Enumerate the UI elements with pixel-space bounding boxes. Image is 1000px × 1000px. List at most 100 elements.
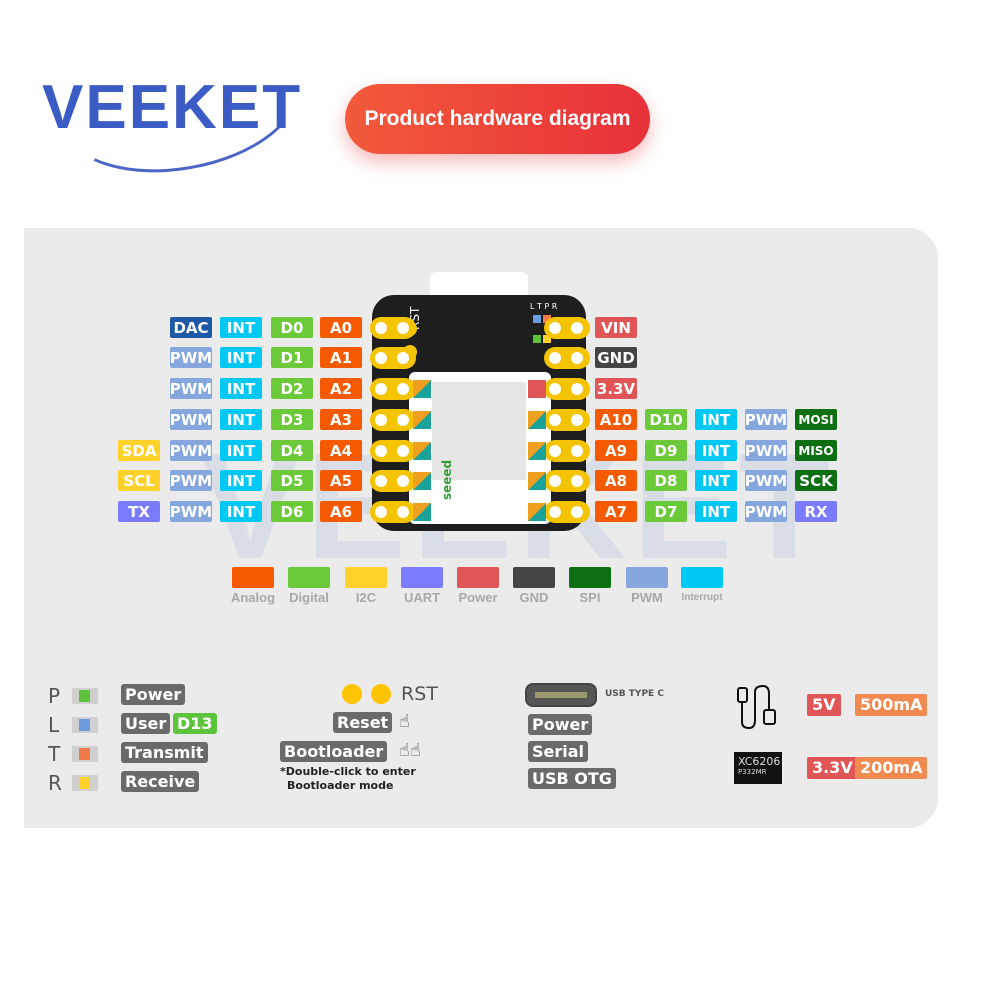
usb-feature-power: Power — [528, 714, 593, 735]
pin-label-d2: D2 — [271, 378, 313, 399]
pin-label-a0: A0 — [320, 317, 362, 338]
pin-label-d0: D0 — [271, 317, 313, 338]
pin-label-a5: A5 — [320, 470, 362, 491]
pin-label-int: INT — [695, 501, 737, 522]
pin-label-d7: D7 — [645, 501, 687, 522]
led-letter: T — [48, 742, 61, 766]
pin-label-pwm: PWM — [744, 501, 788, 522]
led-label: Power — [121, 684, 186, 705]
usb-type-label: USB TYPE C — [605, 689, 664, 699]
pin-label-sck: SCK — [795, 470, 837, 491]
pin-label-pwm: PWM — [169, 470, 213, 491]
usb-voltage: 5V — [807, 694, 841, 716]
pin-label-a3: A3 — [320, 409, 362, 430]
pin-label-int: INT — [220, 409, 262, 430]
castellated-pad — [413, 472, 431, 490]
legend-swatch-uart — [401, 567, 443, 588]
legend-swatch-pwm — [626, 567, 668, 588]
pin-label-pwm: PWM — [169, 409, 213, 430]
pin-label-rx: RX — [795, 501, 837, 522]
pin-label-pwm: PWM — [169, 440, 213, 461]
pin-label-int: INT — [695, 409, 737, 430]
pin-label-d4: D4 — [271, 440, 313, 461]
pin-label-a2: A2 — [320, 378, 362, 399]
pin-label-int: INT — [220, 440, 262, 461]
pin-label-gnd: GND — [595, 347, 637, 368]
bootloader-note: *Double-click to enter — [280, 765, 416, 778]
led-p — [533, 335, 541, 343]
legend-label-digital: Digital — [289, 590, 329, 605]
legend-label-i2c: I2C — [355, 590, 377, 605]
pin-pad — [544, 317, 590, 339]
pin-label-a7: A7 — [595, 501, 637, 522]
mcu-chip — [432, 382, 526, 480]
castellated-pad — [413, 380, 431, 398]
tap-icon: ☝ — [399, 711, 410, 732]
usb-cable-icon — [737, 684, 776, 730]
led-indicator — [72, 746, 98, 762]
usb-current: 500mA — [855, 694, 928, 716]
bootloader-note-2: Bootloader mode — [287, 779, 394, 792]
usb-feature-otg: USB OTG — [528, 768, 616, 789]
castellated-pad — [413, 503, 431, 521]
pin-pad — [544, 378, 590, 400]
pin-label-pwm: PWM — [169, 347, 213, 368]
seeed-logo: seeed — [440, 459, 454, 500]
pin-label-a1: A1 — [320, 347, 362, 368]
pin-label-d3: D3 — [271, 409, 313, 430]
pin-label-a8: A8 — [595, 470, 637, 491]
castellated-pad — [528, 380, 546, 398]
pin-label-int: INT — [695, 470, 737, 491]
legend-label-power: Power — [458, 590, 498, 605]
led-letter: L — [48, 713, 60, 737]
castellated-pad — [528, 442, 546, 460]
pin-pad — [544, 409, 590, 431]
ldo-chip-name: XC6206 — [738, 755, 781, 768]
pin-label-mosi: MOSI — [795, 409, 837, 430]
pin-label-d6: D6 — [271, 501, 313, 522]
pin-label-vin: VIN — [595, 317, 637, 338]
castellated-pad — [528, 472, 546, 490]
pin-pad — [544, 470, 590, 492]
legend-swatch-i2c — [345, 567, 387, 588]
legend-swatch-analog — [232, 567, 274, 588]
pin-pad — [544, 440, 590, 462]
pin-label-a6: A6 — [320, 501, 362, 522]
pin-label-pwm: PWM — [169, 501, 213, 522]
pin-label-int: INT — [220, 378, 262, 399]
led-label: Transmit — [121, 742, 208, 763]
led-pin: D13 — [173, 713, 217, 734]
legend-label-pwm: PWM — [631, 590, 663, 605]
pin-pad — [370, 378, 416, 400]
pin-label-d10: D10 — [645, 409, 687, 430]
pin-label-tx: TX — [118, 501, 160, 522]
castellated-pad — [413, 411, 431, 429]
legend-swatch-interrupt — [681, 567, 723, 588]
pin-label-pwm: PWM — [744, 440, 788, 461]
pin-label-d9: D9 — [645, 440, 687, 461]
legend-label-uart: UART — [403, 590, 441, 605]
pin-label-int: INT — [695, 440, 737, 461]
pin-pad — [370, 347, 416, 369]
pin-pad — [370, 317, 416, 339]
castellated-pad — [528, 411, 546, 429]
pin-label-pwm: PWM — [169, 378, 213, 399]
usb-c-icon — [525, 683, 597, 707]
pin-label-3-3v: 3.3V — [595, 378, 637, 399]
pin-label-int: INT — [220, 470, 262, 491]
legend-label-analog: Analog — [230, 590, 276, 605]
pin-pad — [370, 470, 416, 492]
pin-pad — [544, 501, 590, 523]
rst-pad-icon — [371, 684, 391, 704]
pin-pad — [370, 501, 416, 523]
pin-label-dac: DAC — [170, 317, 212, 338]
pin-label-a4: A4 — [320, 440, 362, 461]
led-label: Receive — [121, 771, 200, 792]
ldo-voltage: 3.3V — [807, 757, 858, 779]
pin-label-int: INT — [220, 501, 262, 522]
pin-label-pwm: PWM — [744, 470, 788, 491]
led-letter: P — [48, 684, 61, 708]
led-color — [79, 719, 90, 731]
pin-pad — [370, 409, 416, 431]
